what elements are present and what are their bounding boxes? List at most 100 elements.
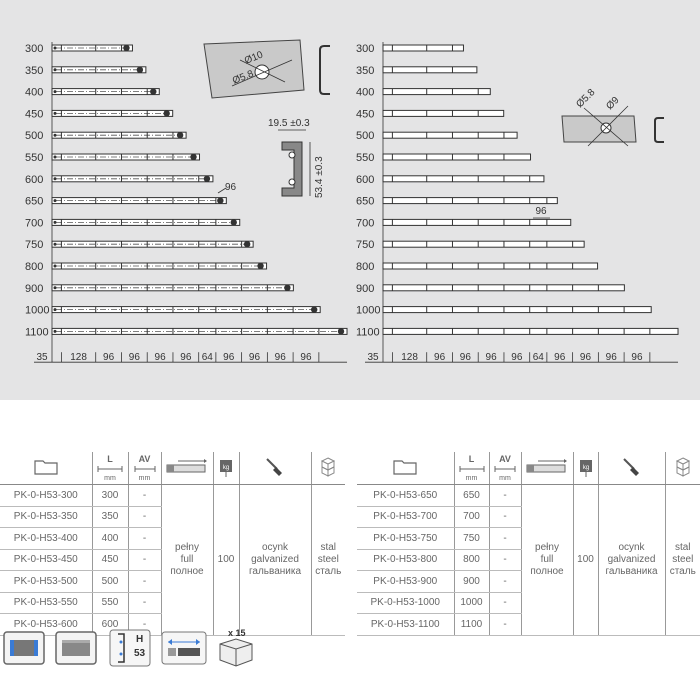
length-label: 600	[25, 174, 43, 186]
length-header: L mm	[92, 452, 129, 485]
segment-label: 96	[511, 352, 523, 363]
material-cubes-icon	[665, 452, 700, 485]
end-hole	[217, 197, 224, 204]
product-code: PK-0-H53-500	[0, 570, 93, 593]
end-hole	[230, 219, 237, 226]
height-dimension: 53.4 ±0.3	[314, 156, 325, 198]
length-label: 450	[25, 108, 43, 120]
segment-label: 96	[486, 352, 498, 363]
ball-bearing	[288, 178, 296, 186]
slide-end-view-icon-1	[2, 630, 46, 671]
slide-bar	[382, 197, 558, 205]
length-label: 500	[25, 130, 43, 142]
pitch-label: 96	[535, 206, 547, 217]
start-hole	[53, 68, 57, 72]
length-value: 700	[454, 506, 490, 528]
start-hole	[53, 90, 57, 94]
start-hole	[53, 177, 57, 181]
av-value: -	[128, 484, 162, 507]
end-hole	[150, 88, 157, 95]
start-hole	[53, 155, 57, 159]
length-arrow-icon	[459, 466, 484, 472]
length-value: 650	[454, 484, 490, 507]
weight-icon: kg	[573, 452, 599, 485]
length-value: 1000	[454, 592, 490, 614]
length-value: 500	[92, 570, 129, 593]
product-code: PK-0-H53-800	[357, 549, 455, 571]
start-hole	[53, 308, 57, 312]
end-hole	[257, 262, 264, 270]
segment-label: 64	[202, 352, 214, 363]
hole-leader	[239, 59, 286, 83]
av-value: -	[128, 570, 162, 593]
start-hole	[53, 111, 57, 115]
weight-label: kg	[223, 465, 229, 471]
segment-label: 64	[533, 352, 545, 363]
paint-brush-icon	[598, 452, 666, 485]
av-arrow-icon	[494, 466, 516, 472]
av-value: -	[489, 570, 522, 593]
slide-bar	[382, 88, 491, 96]
length-label: 300	[356, 43, 374, 55]
length-label: 1100	[356, 326, 380, 338]
start-hole	[53, 242, 57, 246]
segment-label: 96	[129, 352, 141, 363]
segment-label: 96	[180, 352, 192, 363]
load-capacity: 100	[213, 484, 240, 636]
height-value: 53	[134, 648, 146, 659]
av-value: -	[489, 527, 522, 550]
start-hole	[53, 264, 57, 268]
hole-leader	[583, 107, 629, 147]
paint-brush-icon	[239, 452, 312, 485]
length-value: 800	[454, 549, 490, 571]
end-hole	[123, 44, 130, 52]
slide-bar	[382, 131, 518, 139]
length-label: 500	[356, 130, 374, 142]
extension-icon	[161, 452, 214, 485]
height-profile-icon: H 53	[108, 628, 152, 668]
mounting-icon	[160, 630, 208, 671]
segment-label: 96	[223, 352, 235, 363]
length-label: 750	[356, 239, 374, 251]
package-quantity: x 15	[228, 628, 246, 638]
length-label: 1100	[25, 326, 49, 338]
segment-label: 128	[70, 352, 87, 363]
end-hole	[311, 306, 318, 313]
product-code: PK-0-H53-1100	[357, 613, 455, 636]
segment-label: 96	[606, 352, 618, 363]
end-hole	[190, 153, 197, 161]
product-code: PK-0-H53-550	[0, 592, 93, 614]
height-letter: H	[136, 634, 144, 645]
hole-diameter-label: Ø9	[604, 95, 622, 113]
product-code: PK-0-H53-350	[0, 506, 93, 528]
folder-icon	[357, 452, 455, 485]
segment-label: 96	[460, 352, 472, 363]
length-label: 300	[25, 43, 43, 55]
segment-label: 35	[36, 352, 48, 363]
rail-closeup	[203, 39, 305, 99]
slide-bar	[382, 306, 652, 314]
rail-profile	[654, 117, 664, 143]
end-hole	[176, 132, 184, 139]
slide-bar	[382, 240, 585, 248]
end-hole	[243, 241, 251, 248]
av-header: AV mm	[489, 452, 522, 485]
length-label: 400	[356, 87, 374, 99]
length-label: 450	[356, 108, 374, 120]
length-label: 600	[356, 174, 374, 186]
segment-label: 96	[300, 352, 312, 363]
end-hole	[163, 110, 170, 117]
length-header: L mm	[454, 452, 490, 485]
av-value: -	[489, 613, 522, 636]
av-arrow-icon	[134, 466, 155, 472]
product-code: PK-0-H53-450	[0, 549, 93, 571]
length-label: 650	[356, 196, 374, 208]
